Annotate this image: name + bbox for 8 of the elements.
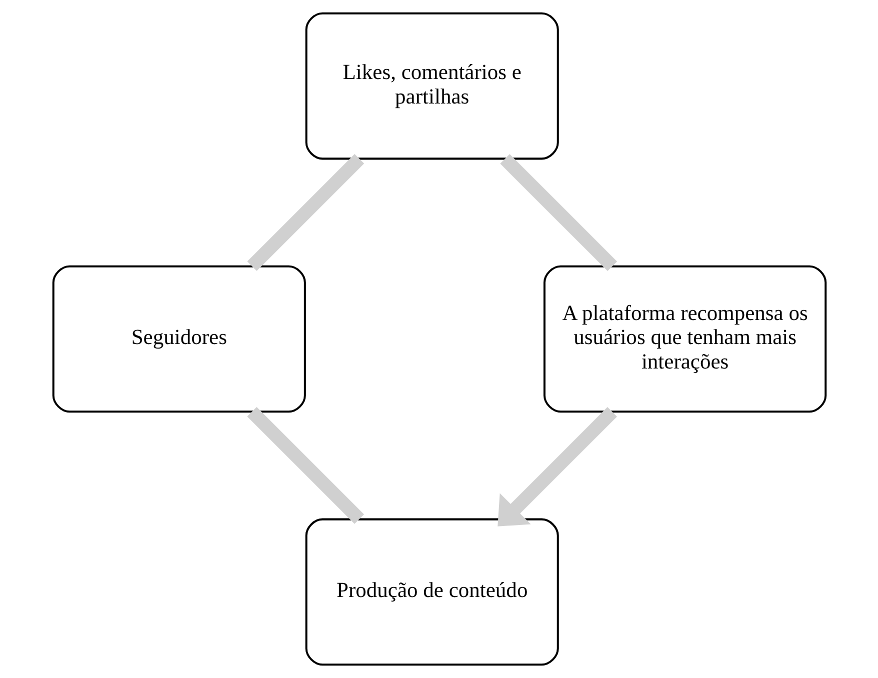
node-box: A plataforma recompensa os usuários que tenham mais interações: [542, 265, 826, 413]
node-box: Seguidores: [52, 265, 306, 413]
arrow: [497, 407, 616, 526]
connector: [246, 154, 364, 271]
node-box: Likes, comentários e partilhas: [304, 12, 558, 160]
node-box: Produção de conteúdo: [304, 518, 558, 666]
connector: [500, 154, 617, 272]
connector: [246, 407, 364, 524]
